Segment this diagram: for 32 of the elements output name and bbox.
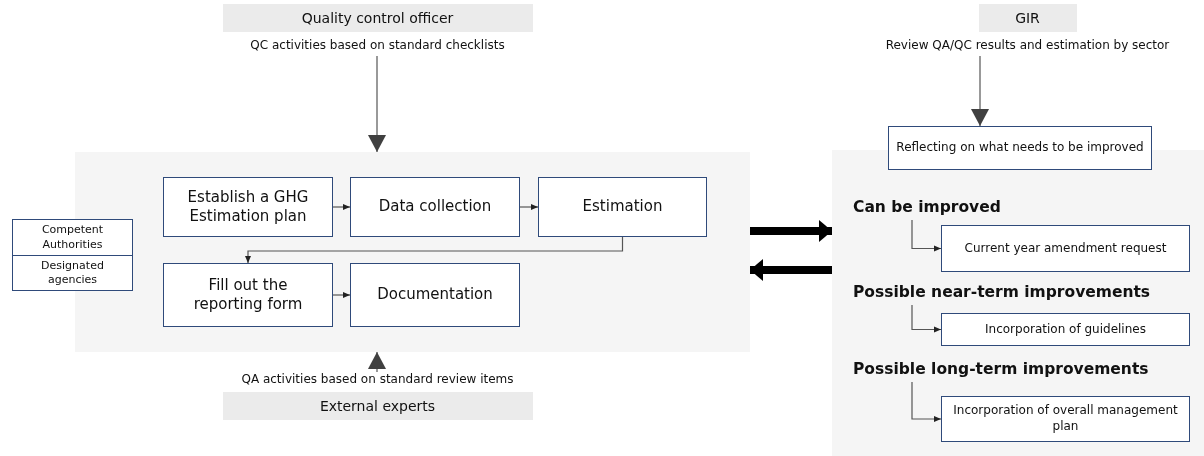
process-box: Documentation xyxy=(350,263,520,327)
arrow xyxy=(971,55,989,127)
caption-text: QC activities based on standard checklists xyxy=(250,38,505,52)
arrow xyxy=(911,381,942,422)
arrow xyxy=(911,304,942,333)
caption-text: QA activities based on standard review items xyxy=(241,372,514,386)
process-box: Incorporation of overall management plan xyxy=(941,396,1190,442)
process-box: Current year amendment request xyxy=(941,225,1190,272)
section-heading: Possible near-term improvements xyxy=(853,283,1151,305)
arrow xyxy=(245,236,624,264)
arrow xyxy=(368,351,386,373)
process-box: Incorporation of guidelines xyxy=(941,313,1190,346)
arrow xyxy=(911,219,942,252)
header-band: External experts xyxy=(222,392,533,420)
process-box: Data collection xyxy=(350,177,520,237)
arrow xyxy=(332,204,351,210)
arrow xyxy=(519,204,539,210)
section-heading: Can be improved xyxy=(853,198,1001,220)
process-box: Reflecting on what needs to be improved xyxy=(888,126,1152,170)
process-box: Competent Authorities xyxy=(12,219,133,256)
block-arrow xyxy=(750,220,832,242)
process-box: Fill out the reporting form xyxy=(163,263,333,327)
header-band: Quality control officer xyxy=(222,4,533,32)
process-box: Establish a GHG Estimation plan xyxy=(163,177,333,237)
caption-text: Review QA/QC results and estimation by sector xyxy=(885,38,1170,52)
header-band: GIR xyxy=(978,4,1077,32)
section-heading: Possible long-term improvements xyxy=(853,360,1149,382)
arrow xyxy=(368,55,386,153)
process-box: Estimation xyxy=(538,177,707,237)
process-box: Designated agencies xyxy=(12,255,133,291)
arrow xyxy=(332,292,351,298)
block-arrow xyxy=(750,259,832,281)
